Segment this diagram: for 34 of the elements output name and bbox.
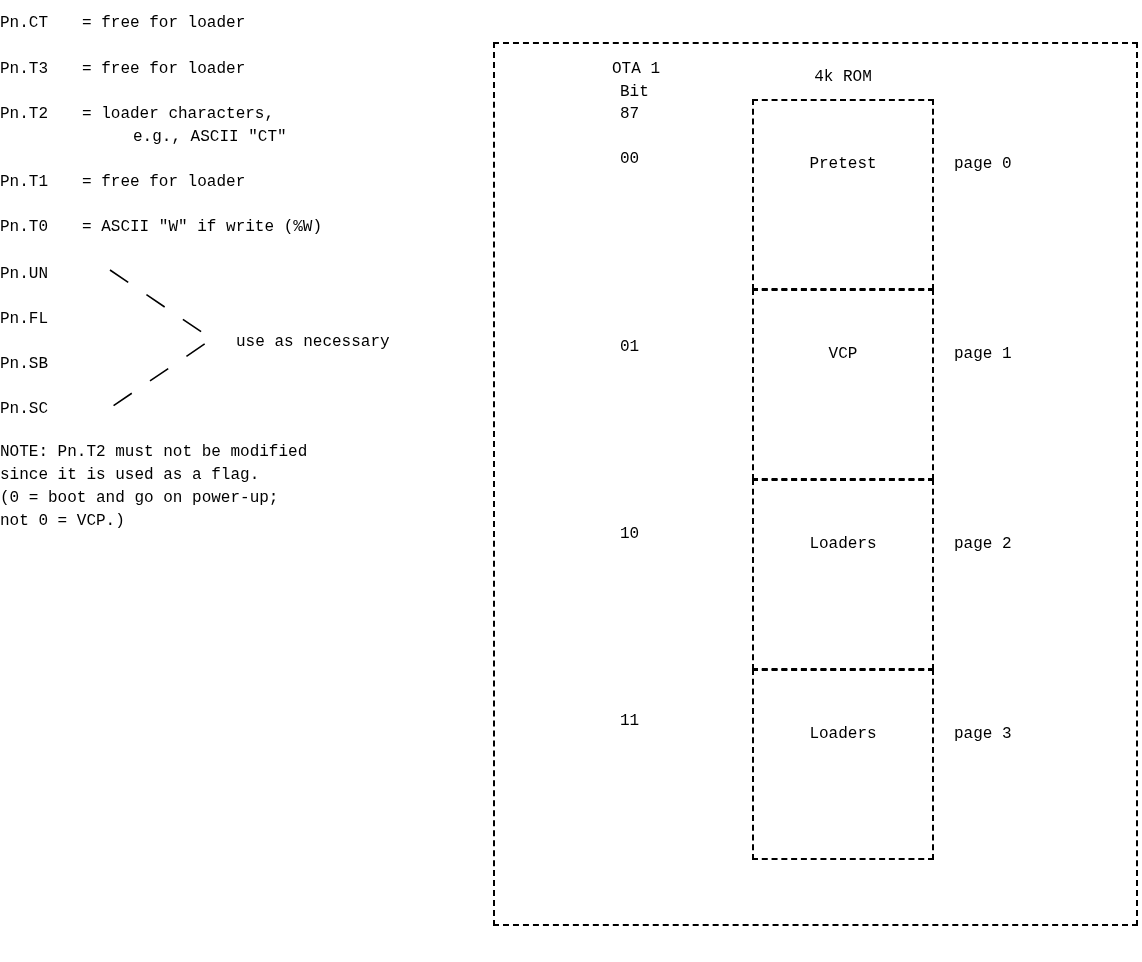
register-name: Pn.T0 (0, 217, 48, 238)
bit-value: 01 (620, 337, 640, 358)
page-label: page 2 (954, 534, 1012, 555)
memory-heading: 4k ROM (814, 67, 872, 88)
register-description: = free for loader (82, 13, 246, 34)
cell-label: Loaders (809, 534, 877, 555)
brace-note: use as necessary (236, 332, 390, 353)
bit-value: 11 (620, 711, 640, 732)
cell-label: Pretest (809, 154, 877, 175)
register-name: Pn.T1 (0, 172, 48, 193)
register-description: = ASCII "W" if write (%W) (82, 217, 323, 238)
register-description: = free for loader (82, 172, 246, 193)
bit-value: 00 (620, 149, 640, 170)
register-description: = loader characters, e.g., ASCII "CT" (82, 104, 288, 148)
page-label: page 3 (954, 724, 1012, 745)
register-description: = free for loader (82, 59, 246, 80)
bit-value: 10 (620, 524, 640, 545)
note-text: (0 = boot and go on power-up; not 0 = VCP.) (0, 488, 280, 532)
register-name: Pn.UN (0, 264, 48, 285)
page-label: page 1 (954, 344, 1012, 365)
register-name: Pn.SB (0, 354, 48, 375)
register-name: Pn.FL (0, 309, 48, 330)
cell-label: Loaders (809, 724, 877, 745)
dashed-frame (493, 42, 1138, 926)
register-name: Pn.CT (0, 13, 48, 34)
note-text: NOTE: Pn.T2 must not be modified since it is used as a flag. (0, 442, 309, 486)
column-heading: OTA 1 (612, 59, 660, 80)
page-label: page 0 (954, 154, 1012, 175)
register-name: Pn.SC (0, 399, 48, 420)
register-name: Pn.T3 (0, 59, 48, 80)
bit-value: 87 (620, 104, 640, 125)
cell-label: VCP (828, 344, 858, 365)
register-name: Pn.T2 (0, 104, 48, 125)
column-heading: Bit (620, 82, 649, 103)
